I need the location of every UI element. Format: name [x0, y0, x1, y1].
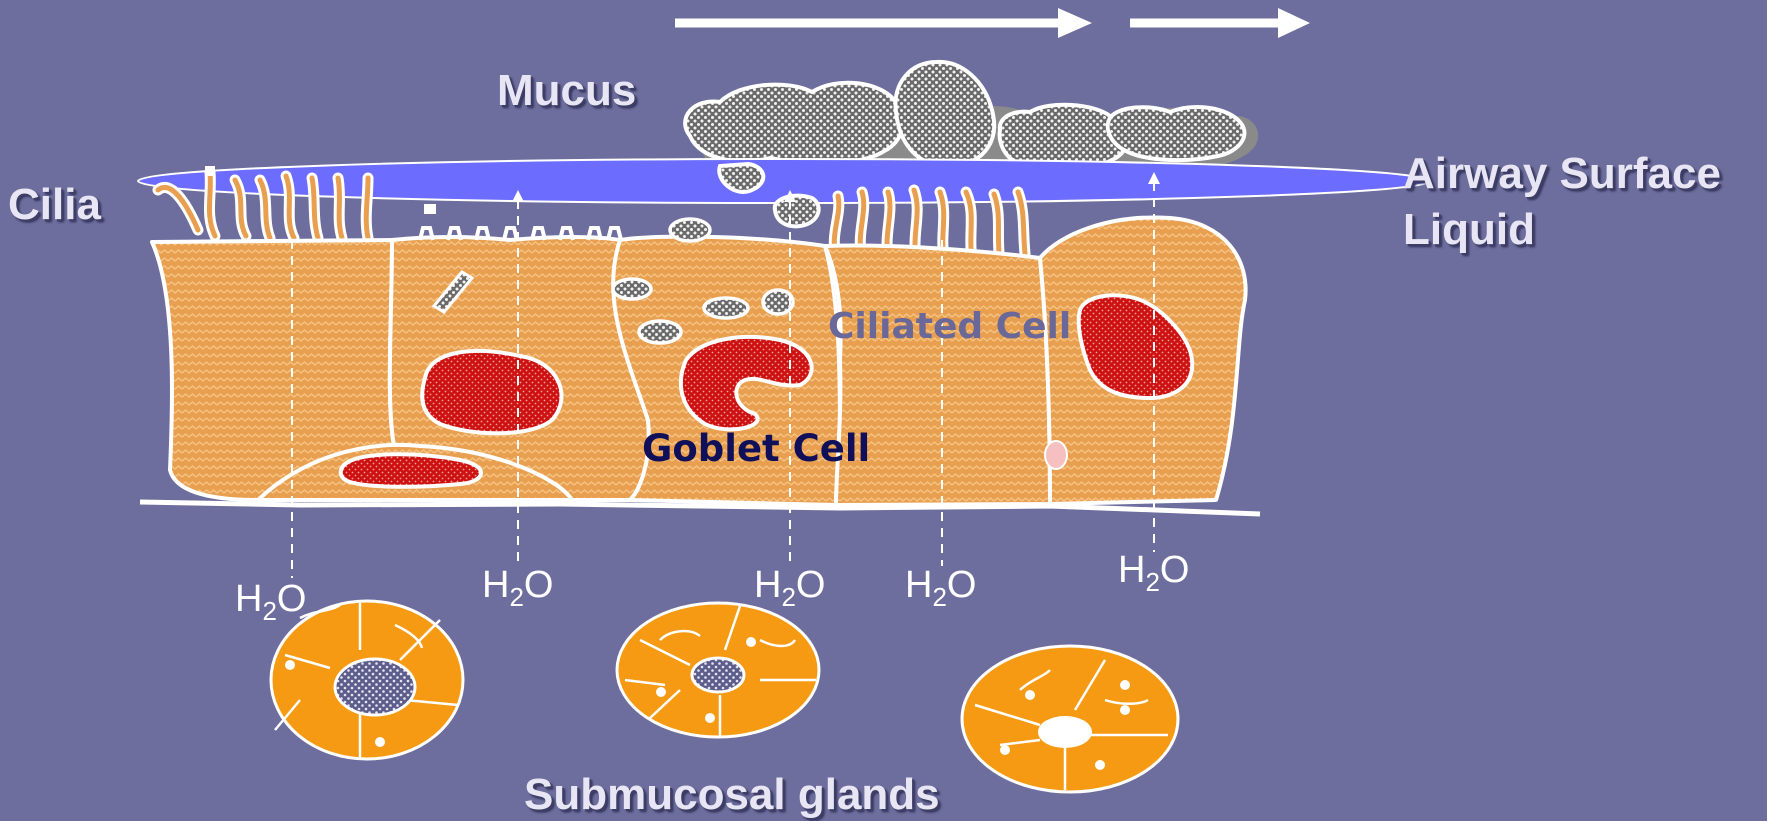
submucosal-gland: [617, 603, 819, 737]
submucosal-gland: [271, 601, 463, 759]
mucus-blob: [895, 62, 994, 167]
gland-lumen: [335, 659, 415, 715]
submucosal-gland: [962, 646, 1178, 792]
cilia-label: Cilia: [8, 180, 101, 230]
gland-lumen: [1038, 716, 1092, 748]
h2o-label: H2O: [482, 564, 553, 607]
organelle: [1045, 441, 1067, 469]
asl-label-line1: Airway Surface: [1403, 146, 1721, 202]
gland-lumen: [692, 658, 744, 692]
mucus-label: Mucus: [497, 66, 636, 116]
mucus-blob: [685, 83, 903, 163]
mucus-blob: [1108, 107, 1245, 160]
airway-surface-liquid-label: Airway Surface Liquid: [1403, 146, 1721, 258]
h2o-label: H2O: [905, 564, 976, 607]
asl-label-line2: Liquid: [1403, 202, 1721, 258]
marker: [424, 204, 436, 214]
flow-arrow-icon: [1130, 8, 1310, 38]
submucosal-glands-label: Submucosal glands: [524, 770, 940, 820]
mucus-drop: [775, 196, 819, 227]
mucus-flow-arrows: [675, 8, 1310, 38]
h2o-label: H2O: [754, 564, 825, 607]
marker: [205, 166, 215, 176]
nucleus: [341, 454, 481, 487]
ciliated-cell-label: Ciliated Cell: [828, 306, 1071, 347]
nucleus: [422, 351, 561, 433]
h2o-label: H2O: [235, 578, 306, 621]
flow-arrow-icon: [675, 8, 1092, 38]
h2o-label: H2O: [1118, 549, 1189, 592]
goblet-cell-label: Goblet Cell: [642, 427, 870, 470]
